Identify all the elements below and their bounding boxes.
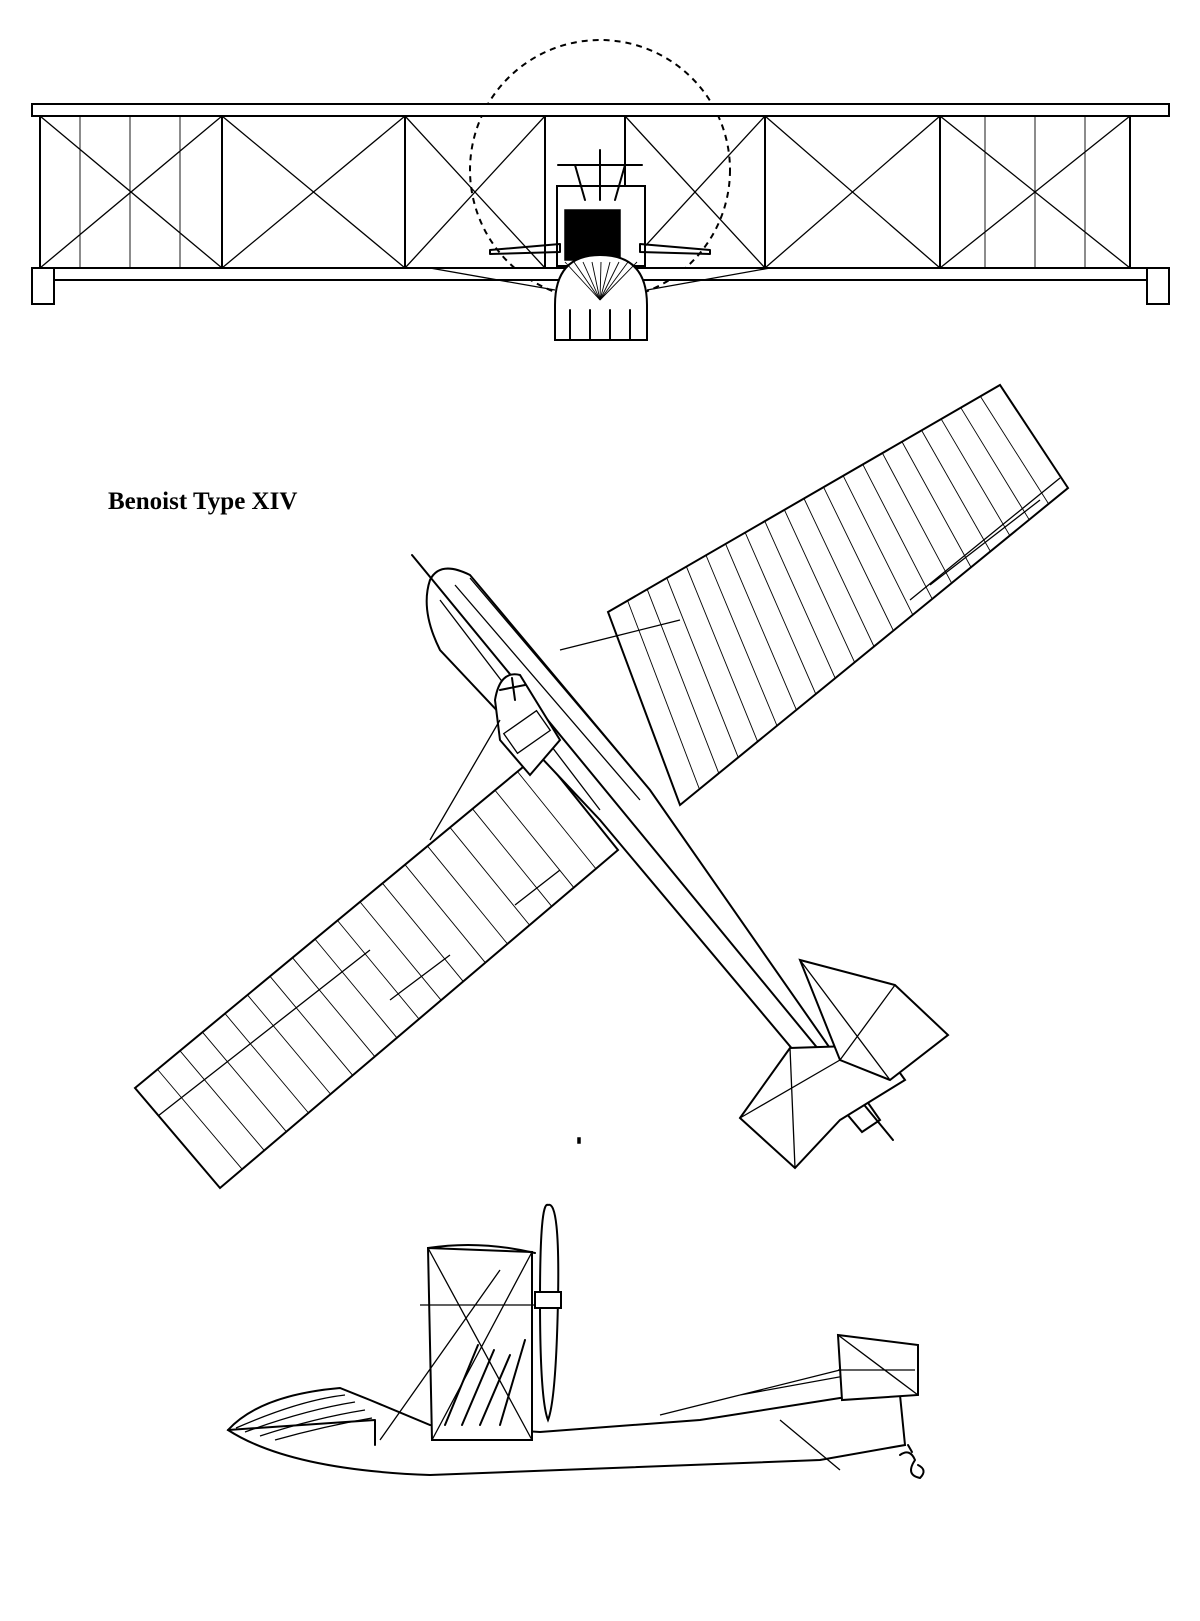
right-wingtip-float (1146, 267, 1170, 305)
wing-rib (269, 976, 354, 1076)
hull-rib (599, 261, 620, 301)
artist-signature (899, 1444, 925, 1479)
wing-rib (494, 789, 575, 888)
hull-bottom-lines (569, 309, 631, 341)
wing-rib (685, 566, 759, 742)
wing-rib (744, 532, 817, 695)
left-wingtip-float (31, 267, 55, 305)
right-aileron (909, 477, 1061, 601)
hull-rib (591, 261, 601, 301)
wing-rib (292, 957, 376, 1057)
hull-ribs (564, 261, 638, 301)
cockpit (493, 673, 562, 777)
wing-rib (627, 600, 700, 790)
right-stabilizer (639, 243, 711, 255)
wing-rib (901, 441, 972, 568)
tail-booms (659, 1349, 910, 1471)
wing-rib (823, 486, 894, 631)
hull-rib (599, 261, 611, 301)
wing-rib (179, 1050, 265, 1151)
wing-rib (472, 808, 553, 907)
cross-brace (764, 115, 941, 269)
engine-block (564, 209, 621, 261)
wing-rib (517, 771, 597, 870)
propeller (538, 1203, 560, 1423)
left-wing (133, 751, 620, 1190)
tail-fin-lines (837, 1334, 919, 1396)
tail-bracing (739, 959, 896, 1169)
wing-rib (382, 882, 464, 982)
upper-wing-side (427, 1243, 536, 1254)
left-stabilizer (489, 243, 561, 255)
wing-rib (247, 994, 331, 1095)
wing-rib (725, 543, 797, 711)
wing-rib (960, 407, 1030, 520)
instrument-panel (502, 709, 552, 755)
engine-mount (557, 149, 643, 201)
front-view (31, 39, 1170, 341)
wing-rib (666, 577, 739, 758)
engine-cylinders (444, 1339, 526, 1426)
side-view (226, 1203, 925, 1479)
wing-rib (764, 521, 836, 679)
hull-centerline (411, 554, 894, 1141)
wing-rib (359, 901, 442, 1001)
cross-brace (39, 115, 223, 269)
upper-wing (31, 103, 1170, 117)
cross-brace (624, 115, 766, 269)
hull-rib (599, 261, 638, 301)
hull-rib (599, 261, 602, 301)
top-wires (429, 619, 681, 841)
hull-planking (235, 1394, 373, 1441)
hull-wires (429, 267, 771, 291)
hull-side (226, 1386, 907, 1477)
wing-rib (921, 430, 991, 552)
wing-rib (940, 418, 1011, 536)
wing-rib (980, 396, 1049, 505)
wing-rib (224, 1013, 309, 1114)
wing-rib (862, 464, 933, 600)
wing-rib (404, 864, 486, 963)
wing-rib (157, 1069, 243, 1170)
wing-cell-bracing (379, 1247, 540, 1441)
bow-deck (227, 1419, 376, 1446)
wing-rib (783, 509, 856, 663)
left-aileron (157, 869, 561, 1117)
wing-rib (314, 938, 398, 1039)
small-mark (577, 1137, 581, 1144)
elevator-right (798, 958, 950, 1082)
drawing-title: Benoist Type XIV (108, 488, 298, 515)
wing-rib (803, 498, 875, 647)
wing-rib (449, 827, 530, 926)
hull-rib (564, 261, 601, 301)
control-yoke (499, 677, 526, 701)
propeller-hub (534, 1291, 562, 1309)
wing-rib (427, 845, 508, 945)
right-wing (606, 383, 1070, 807)
wing-rib (202, 1031, 287, 1132)
wing-rib (882, 452, 952, 584)
hull-rib (573, 261, 601, 301)
wing-rib (842, 475, 914, 616)
cross-brace (404, 115, 546, 269)
wing-ribs (157, 396, 1049, 1170)
wing-rib (705, 555, 778, 726)
propeller-arc (469, 39, 731, 301)
hull-rib (582, 261, 601, 301)
cross-brace (221, 115, 406, 269)
hull-rib (599, 261, 629, 301)
wing-rib (337, 920, 420, 1020)
top-view (133, 383, 1070, 1190)
wing-rib (646, 589, 720, 774)
